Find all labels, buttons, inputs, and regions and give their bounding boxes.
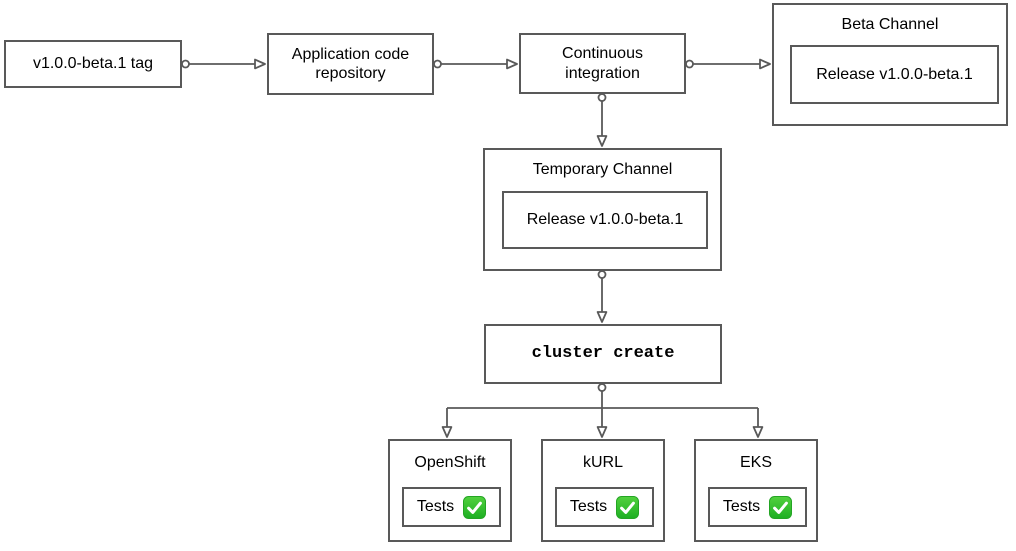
check-mark-icon — [769, 495, 793, 519]
check-mark-icon — [616, 495, 640, 519]
kurl-title: kURL — [582, 454, 623, 471]
openshift-title: OpenShift — [414, 454, 486, 471]
beta-release-label: Release v1.0.0-beta.1 — [816, 65, 973, 83]
beta-channel-title: Beta Channel — [841, 16, 939, 33]
openshift-tests-label: Tests — [416, 498, 455, 516]
kurl-tests-box: Tests — [555, 487, 654, 527]
arrow-cluster-create-to-clusters — [441, 383, 764, 438]
arrow-tag-to-repo — [181, 58, 266, 70]
arrow-ci-to-beta-channel — [685, 58, 771, 70]
node-version-tag: v1.0.0-beta.1 tag — [4, 40, 182, 88]
node-continuous-integration: Continuous integration — [519, 33, 686, 94]
app-repo-label: Application code repository — [291, 45, 410, 82]
arrow-repo-to-ci — [433, 58, 518, 70]
eks-tests-label: Tests — [722, 498, 761, 516]
beta-channel-release-box: Release v1.0.0-beta.1 — [790, 45, 999, 104]
eks-title: EKS — [739, 454, 772, 471]
openshift-tests-box: Tests — [402, 487, 501, 527]
eks-tests-box: Tests — [708, 487, 807, 527]
check-mark-icon — [463, 495, 487, 519]
temporary-channel-title: Temporary Channel — [532, 161, 673, 178]
version-tag-label: v1.0.0-beta.1 tag — [32, 55, 154, 73]
node-temporary-channel: Temporary Channel Release v1.0.0-beta.1 — [483, 148, 722, 271]
kurl-tests-label: Tests — [569, 498, 608, 516]
node-beta-channel: Beta Channel Release v1.0.0-beta.1 — [772, 3, 1008, 126]
node-cluster-create: cluster create — [484, 324, 722, 384]
temporary-channel-release-box: Release v1.0.0-beta.1 — [502, 191, 708, 249]
temporary-release-label: Release v1.0.0-beta.1 — [526, 211, 684, 229]
node-application-code-repository: Application code repository — [267, 33, 434, 95]
arrow-temporary-to-cluster-create — [596, 270, 608, 323]
node-openshift: OpenShift Tests — [388, 439, 512, 542]
node-kurl: kURL Tests — [541, 439, 665, 542]
node-eks: EKS Tests — [694, 439, 818, 542]
arrow-ci-to-temporary-channel — [596, 93, 608, 147]
ci-label: Continuous integration — [562, 45, 643, 82]
cluster-create-label: cluster create — [531, 343, 675, 363]
